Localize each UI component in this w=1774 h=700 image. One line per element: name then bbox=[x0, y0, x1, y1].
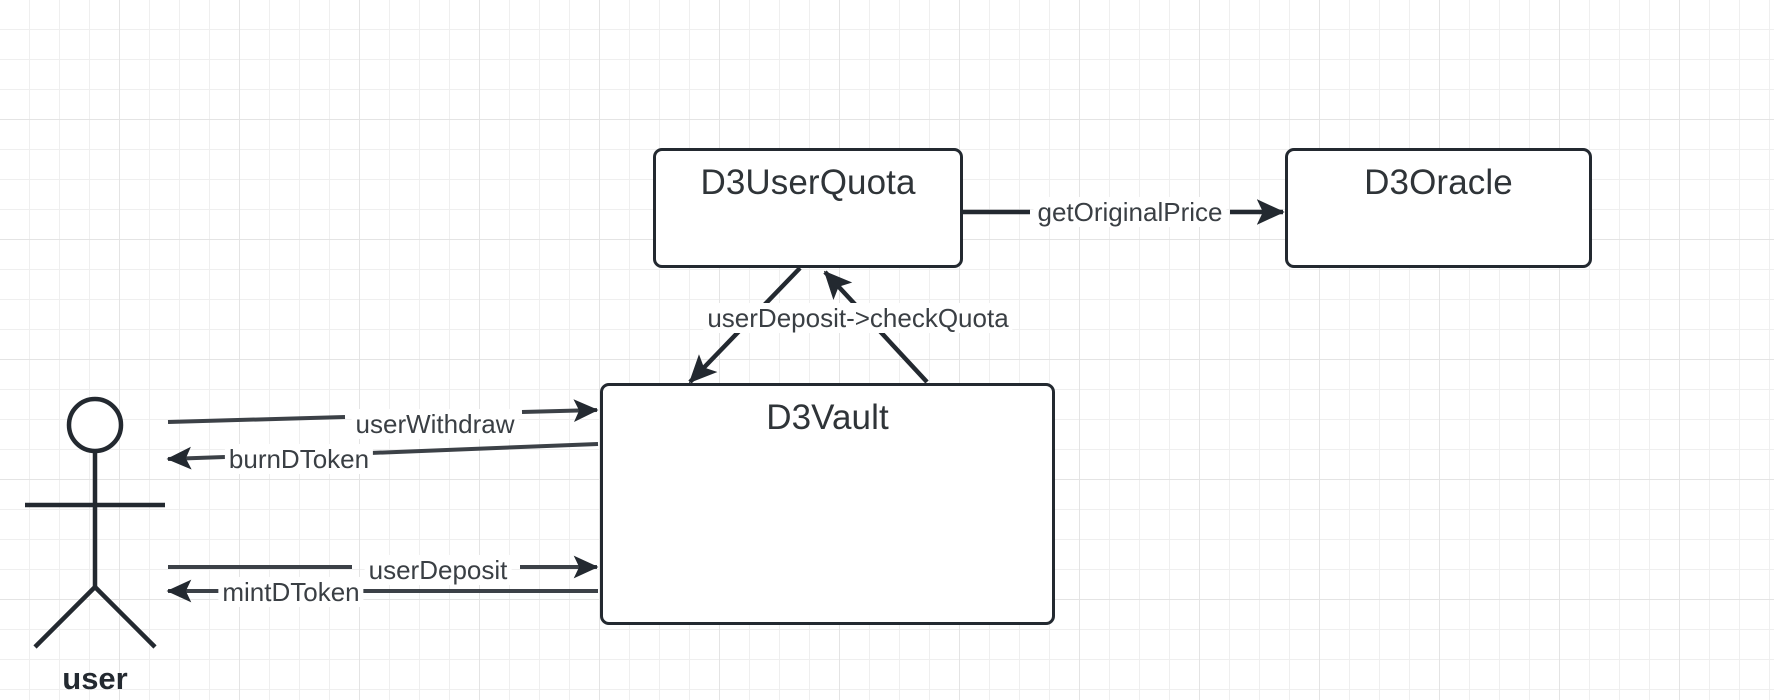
edge-label-mint-dtoken: mintDToken bbox=[218, 577, 364, 607]
node-d3userquota[interactable]: D3UserQuota bbox=[653, 148, 963, 268]
node-d3oracle[interactable]: D3Oracle bbox=[1285, 148, 1592, 268]
edge-label-get-original-price: getOriginalPrice bbox=[1033, 197, 1227, 227]
node-d3vault[interactable]: D3Vault bbox=[600, 383, 1055, 625]
edge-label-user-withdraw: userWithdraw bbox=[351, 409, 519, 439]
edge-label-burn-dtoken: burnDToken bbox=[224, 444, 374, 474]
actor-label-user: user bbox=[62, 661, 128, 696]
user-actor-figure bbox=[25, 396, 165, 649]
node-label-d3oracle: D3Oracle bbox=[1364, 163, 1513, 202]
node-label-d3vault: D3Vault bbox=[766, 398, 889, 437]
edge-label-user-deposit: userDeposit bbox=[364, 555, 512, 585]
edge-label-user-deposit-check-quota: userDeposit->checkQuota bbox=[703, 303, 1013, 333]
node-label-d3userquota: D3UserQuota bbox=[700, 163, 916, 202]
